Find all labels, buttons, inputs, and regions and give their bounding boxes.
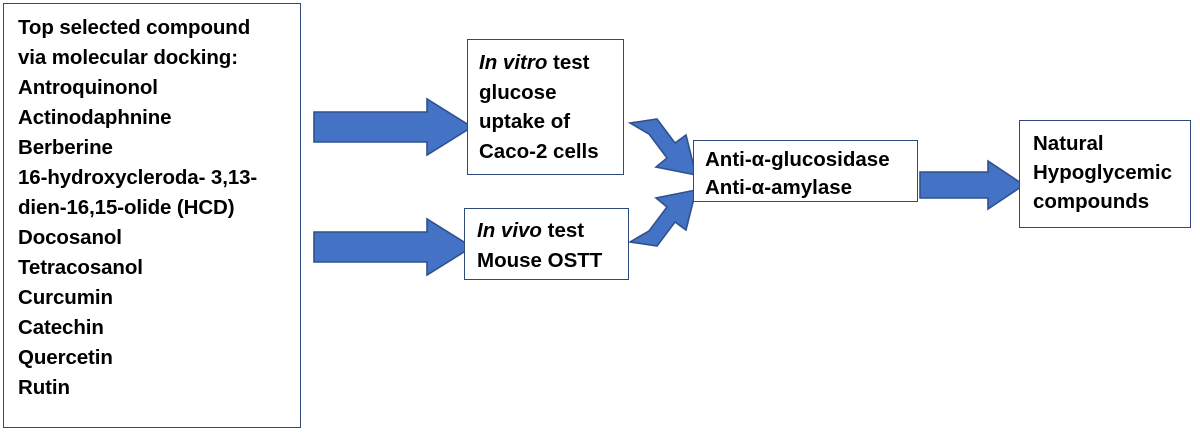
in-vivo-body: Mouse OSTT <box>477 248 603 272</box>
compound-list-box: Top selected compound via molecular dock… <box>3 3 301 428</box>
in-vitro-body: glucose uptake of Caco-2 cells <box>479 80 599 164</box>
anti-enzyme-box: Anti-α-glucosidase Anti-α-amylase <box>693 140 918 202</box>
in-vivo-text: In vivo test Mouse OSTT <box>477 216 628 275</box>
outcome-box: Natural Hypoglycemic compounds <box>1019 120 1191 228</box>
arrow-to-invitro-icon <box>313 97 474 157</box>
in-vitro-emphasis: In vitro <box>479 51 548 74</box>
in-vitro-rest-line1: test <box>547 51 590 74</box>
in-vitro-test-box: In vitro test glucose uptake of Caco-2 c… <box>467 39 624 175</box>
outcome-text: Natural Hypoglycemic compounds <box>1033 132 1172 214</box>
in-vivo-rest-line1: test <box>541 219 585 242</box>
arrow-to-outcome-icon <box>919 159 1026 211</box>
in-vivo-emphasis: In vivo <box>477 219 542 242</box>
in-vitro-text: In vitro test glucose uptake of Caco-2 c… <box>479 48 623 167</box>
arrow-to-invivo-icon <box>313 217 474 277</box>
anti-enzyme-text: Anti-α-glucosidase Anti-α-amylase <box>705 148 890 200</box>
compound-list-text: Top selected compound via molecular dock… <box>18 16 258 400</box>
in-vivo-test-box: In vivo test Mouse OSTT <box>464 208 629 280</box>
